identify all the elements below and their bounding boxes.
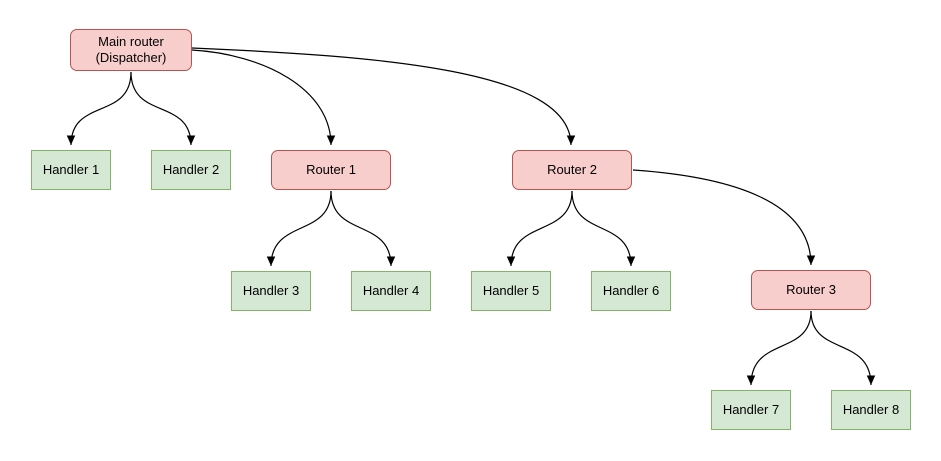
edge-main-router-to-handler-1 (66, 71, 132, 146)
node-router-2[interactable]: Router 2 (512, 150, 632, 190)
node-handler-3[interactable]: Handler 3 (231, 271, 311, 311)
node-handler-4[interactable]: Handler 4 (351, 271, 431, 311)
node-handler-7[interactable]: Handler 7 (711, 390, 791, 430)
edge-router-2-to-router-3 (632, 169, 816, 266)
node-handler-2[interactable]: Handler 2 (151, 150, 231, 190)
node-main-router-dispatcher[interactable]: Main router (Dispatcher) (70, 29, 192, 71)
node-router-3[interactable]: Router 3 (751, 270, 871, 310)
edge-router-3-to-handler-8 (810, 310, 876, 386)
node-handler-5[interactable]: Handler 5 (471, 271, 551, 311)
node-handler-8[interactable]: Handler 8 (831, 390, 911, 430)
node-router-1[interactable]: Router 1 (271, 150, 391, 190)
edge-router-2-to-handler-5 (506, 190, 573, 267)
edge-main-router-to-router-1 (191, 49, 336, 146)
edge-router-1-to-handler-4 (330, 190, 396, 267)
node-handler-6[interactable]: Handler 6 (591, 271, 671, 311)
edge-router-1-to-handler-3 (266, 190, 332, 267)
edge-main-router-to-router-2 (191, 47, 576, 146)
edge-main-router-to-handler-2 (130, 71, 196, 146)
edge-router-3-to-handler-7 (746, 310, 812, 386)
node-handler-1[interactable]: Handler 1 (31, 150, 111, 190)
edge-router-2-to-handler-6 (571, 190, 636, 267)
